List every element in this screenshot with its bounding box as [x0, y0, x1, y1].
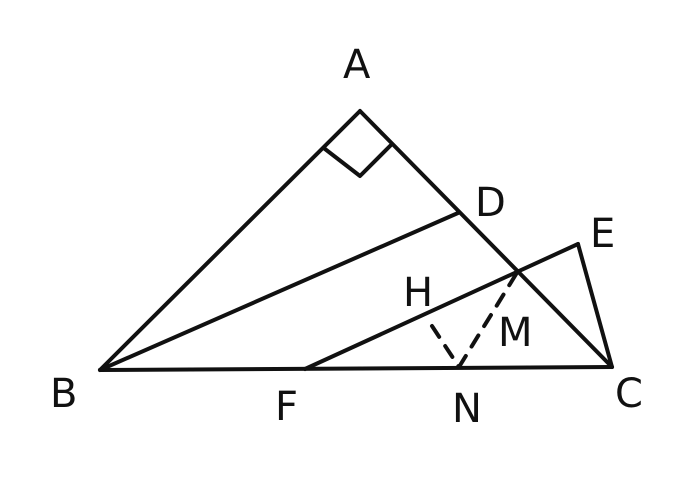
segment-bc: [98, 365, 614, 372]
label-c: C: [615, 371, 643, 417]
label-a: A: [343, 42, 371, 88]
segment-fe: [303, 242, 580, 371]
label-e: E: [590, 211, 615, 257]
label-f: F: [275, 384, 298, 430]
label-h: H: [403, 270, 433, 316]
label-d: D: [475, 180, 506, 226]
label-n: N: [452, 386, 482, 432]
segment-ec: [576, 242, 614, 369]
segment-bd: [98, 211, 460, 372]
segment-ac: [358, 109, 614, 369]
dashed-segment-hn: [430, 324, 461, 369]
label-b: B: [50, 371, 77, 417]
segment-ab: [98, 109, 362, 372]
label-m: M: [498, 310, 533, 356]
right-angle-marker: [323, 142, 394, 178]
dashed-segment-nm: [457, 269, 520, 369]
